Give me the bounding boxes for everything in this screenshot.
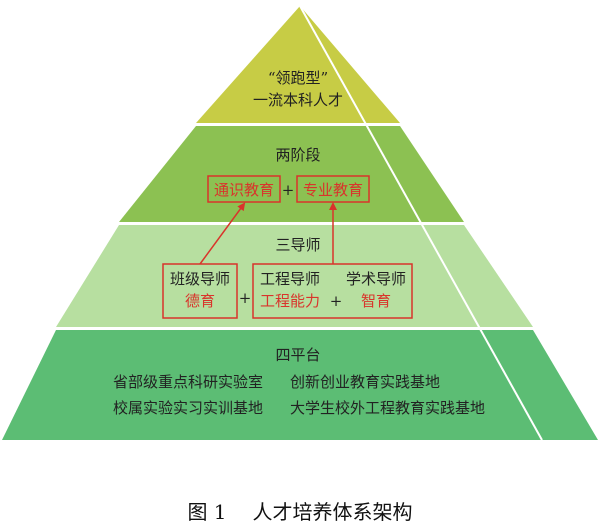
moral-education-label: 德育 [185, 292, 215, 310]
figure-caption: 图 1 人才培养体系架构 [0, 496, 600, 525]
engineering-mentor-label: 工程导师 [260, 270, 320, 288]
pyramid-edge-line [299, 5, 543, 441]
platform-item-4: 大学生校外工程教育实践基地 [290, 399, 485, 417]
general-education-box [207, 175, 281, 203]
platform-item-2: 创新创业教育实践基地 [290, 373, 440, 391]
tier1-line1: “领跑型” [268, 69, 328, 87]
tier1-line2: 一流本科人才 [253, 91, 343, 109]
pyramid-tier-four-platform [2, 330, 598, 440]
professional-education-label: 专业教育 [303, 181, 363, 199]
academic-mentor-label: 学术导师 [346, 270, 406, 288]
general-education-label: 通识教育 [214, 181, 274, 199]
class-mentor-label: 班级导师 [170, 270, 230, 288]
tier2-plus: + [282, 181, 295, 199]
pyramid-tier-three-mentor [56, 225, 533, 327]
platform-item-3: 校属实验实习实训基地 [113, 399, 263, 417]
tier3-title: 三导师 [275, 236, 320, 254]
engineering-ability-label: 工程能力 [260, 292, 320, 310]
figure-number: 图 1 [187, 500, 227, 524]
intellectual-education-label: 智育 [361, 292, 391, 310]
tier4-title: 四平台 [275, 346, 320, 364]
figure-title: 人才培养体系架构 [252, 500, 413, 524]
tier2-title: 两阶段 [275, 146, 320, 164]
pyramid-tier-two-stage [119, 126, 464, 222]
tier3-plus-left: + [239, 289, 252, 307]
tier3-plus-mid: + [330, 292, 343, 310]
arrow-to-general-education [199, 202, 246, 265]
platform-item-1: 省部级重点科研实验室 [113, 373, 263, 391]
